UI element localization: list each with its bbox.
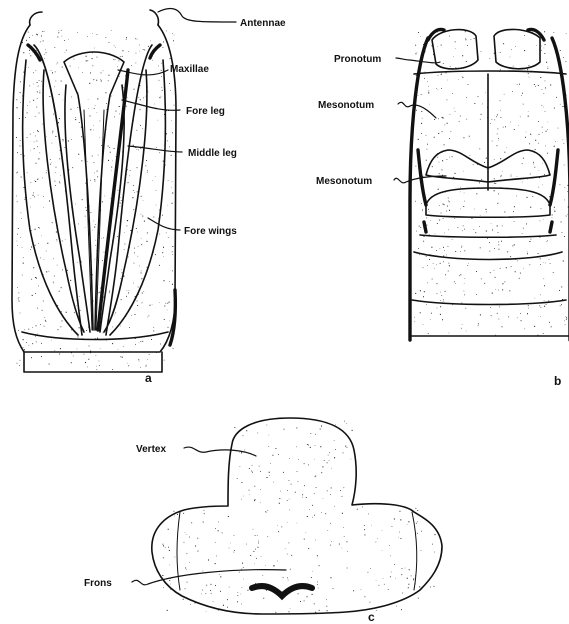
leader-vertex: [184, 447, 256, 456]
label-mesonotum: Mesonotum: [318, 100, 374, 111]
segment-line-1: [420, 235, 556, 237]
antenna-left-hook: [30, 12, 42, 25]
leader-antennae: [158, 9, 236, 22]
label-pronotum: Pronotum: [334, 54, 381, 65]
leader-mesonotum: [398, 102, 436, 118]
antenna-left-dark: [28, 45, 40, 60]
metanotum-dots-right: [550, 222, 552, 232]
pronotum-band: [414, 71, 566, 74]
pronotum-right-plate: [494, 29, 540, 68]
fore-wing-left: [23, 60, 78, 335]
panel-a-bottom-segment: [24, 352, 162, 372]
stipple-b: [414, 30, 568, 335]
frons-mark: [252, 586, 312, 596]
leader-maxillae: [118, 70, 168, 75]
panel-b-letter: b: [554, 374, 561, 388]
panel-a-ventral-view: Antennae Maxillae Fore leg Middle leg Fo…: [12, 9, 286, 385]
metanotum-dots-left: [424, 222, 426, 232]
head-suture-right: [412, 512, 417, 590]
panel-a-body-outline: [12, 25, 176, 352]
label-maxillae: Maxillae: [170, 64, 209, 75]
metanotum: [426, 188, 550, 217]
panel-c-head-view: Vertex Frons c: [84, 418, 442, 624]
leader-middle-leg: [128, 146, 182, 152]
panel-a-side-right: [170, 290, 175, 345]
label-middle-leg: Middle leg: [188, 148, 237, 159]
segment-line-2: [414, 252, 562, 260]
panel-b-body-outline: [410, 38, 569, 340]
panel-c-letter: c: [368, 610, 375, 624]
leader-fore-leg: [122, 100, 180, 110]
label-fore-leg: Fore leg: [186, 106, 225, 117]
label-metanotum: Mesonotum: [316, 176, 372, 187]
head-suture-left: [177, 512, 180, 590]
label-fore-wings: Fore wings: [184, 226, 237, 237]
label-antennae: Antennae: [240, 18, 286, 29]
label-vertex: Vertex: [136, 444, 166, 455]
panel-a-letter: a: [145, 371, 152, 385]
pronotum-left-plate: [432, 30, 478, 69]
segment-line-3: [412, 300, 566, 305]
leader-frons: [132, 570, 286, 585]
mesonotum-dark-right: [550, 150, 558, 205]
antenna-right-hook: [150, 10, 158, 25]
panel-b-dorsal-view: Pronotum Mesonotum Mesonotum b: [316, 29, 569, 388]
label-frons: Frons: [84, 578, 112, 589]
leader-pronotum: [396, 58, 440, 63]
